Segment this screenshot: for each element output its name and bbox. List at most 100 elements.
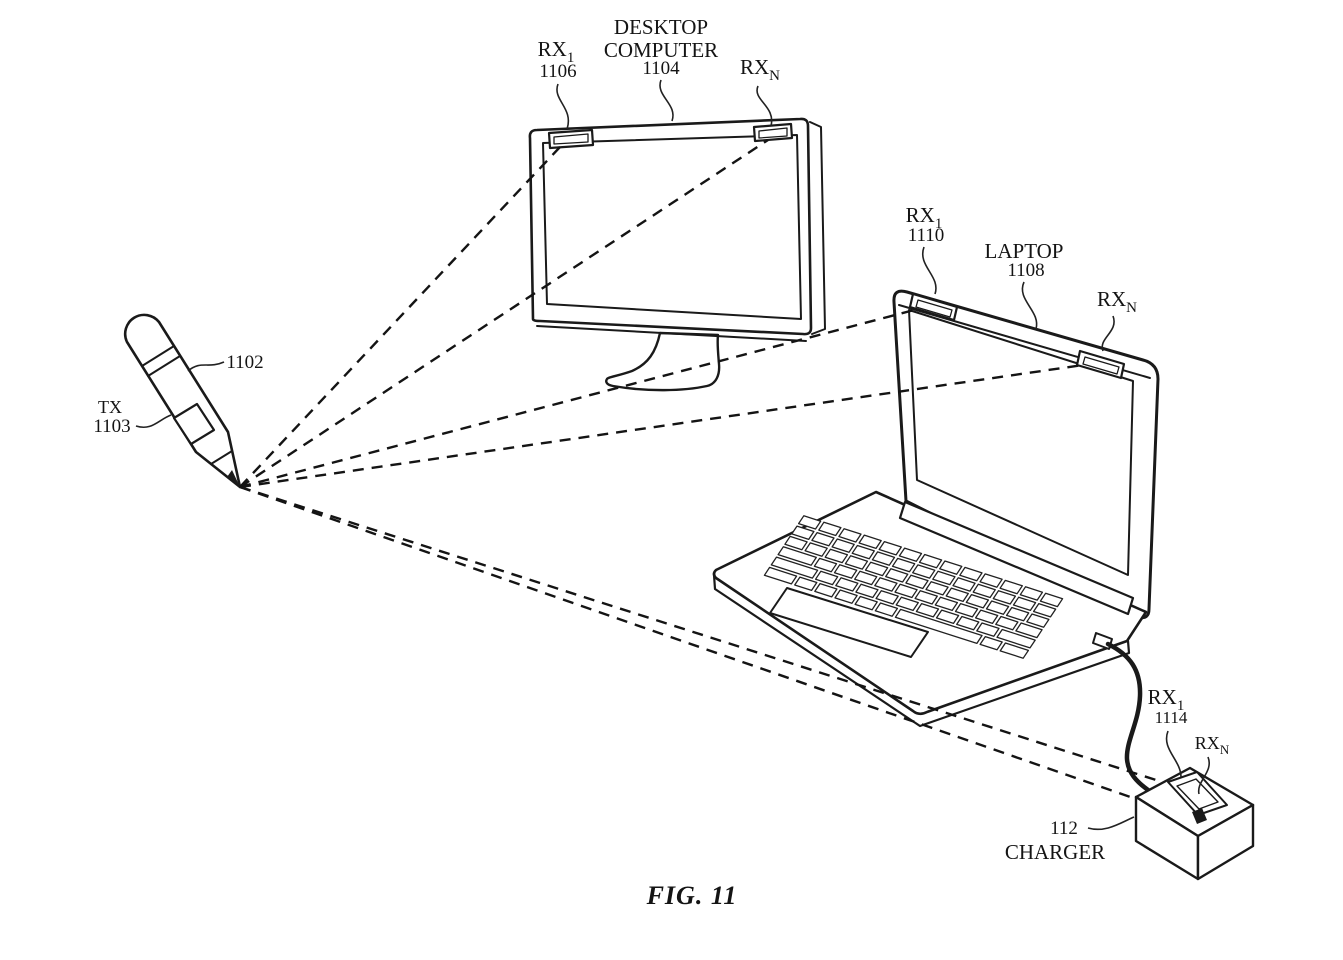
stylus-tx-label: TX — [98, 397, 122, 417]
keyboard-key — [999, 579, 1023, 595]
keyboard-key — [1032, 602, 1057, 618]
keyboard-key — [864, 561, 889, 577]
charger-rx1-ref: 1114 — [1155, 708, 1188, 727]
laptop-rx1-label: RX1 — [906, 203, 943, 232]
keyboard-key — [811, 531, 835, 547]
leader-charger-rxn — [1197, 756, 1211, 795]
leader-laptop-ref — [1021, 281, 1038, 330]
monitor-rx1-ref: 1106 — [539, 61, 576, 82]
keyboard-key — [912, 564, 936, 579]
keyboard-key — [878, 540, 902, 556]
keyboard-key — [835, 577, 859, 592]
keyboard-key — [972, 583, 996, 599]
keyboard-key — [894, 583, 918, 599]
laptop — [712, 289, 1160, 793]
keyboard-key — [874, 577, 898, 592]
monitor-screen — [542, 134, 802, 320]
stylus-cap-band-1 — [141, 345, 175, 367]
charger-rxn-label: RXN — [1195, 733, 1230, 757]
monitor-rx1-module — [547, 128, 595, 150]
keyboard-key — [905, 574, 929, 590]
keyboard-key — [914, 590, 938, 605]
laptop-rxn-module-inner — [1082, 356, 1120, 375]
laptop-rxn-label: RXN — [1097, 287, 1137, 316]
signal-ray-charger-1 — [239, 485, 1157, 782]
leader-monitor-rxn — [756, 85, 773, 127]
charger-slot-inner — [1176, 778, 1219, 810]
keyboard-key — [1026, 613, 1050, 628]
keyboard-key — [979, 635, 1003, 651]
keyboard-key — [1019, 586, 1044, 601]
laptop-hinge-strip — [898, 500, 1135, 616]
keyboard-key — [954, 602, 979, 618]
charger-connector — [1192, 808, 1207, 824]
keyboard-key — [925, 581, 949, 596]
stylus-tip — [227, 470, 240, 487]
keyboard-key — [855, 583, 879, 599]
keyboard-key — [915, 602, 940, 618]
stylus-tx-ref: 1103 — [93, 416, 130, 437]
laptop-trackpad — [769, 587, 929, 658]
keyboard-key — [833, 564, 858, 579]
monitor-title-line1: DESKTOP — [614, 15, 708, 39]
leader-stylus-ref — [187, 361, 225, 372]
keyboard-key — [794, 576, 818, 592]
keyboard-key — [885, 568, 909, 583]
keyboard-key — [979, 573, 1003, 588]
laptop-rx1-ref: 1110 — [908, 225, 945, 246]
monitor-ref: 1104 — [642, 58, 680, 79]
keyboard-key — [844, 555, 869, 570]
monitor-rx1-label: RX1 — [538, 37, 575, 66]
leader-laptop-rxn — [1101, 315, 1115, 352]
signal-ray-monitor-rxn — [239, 138, 769, 489]
leader-monitor-ref — [659, 79, 674, 122]
charger-title: CHARGER — [1005, 840, 1105, 864]
keyboard-key — [814, 582, 838, 598]
leader-monitor-rx1 — [556, 83, 570, 130]
keyboard-key — [959, 566, 983, 582]
leader-charger-ref — [1087, 816, 1135, 831]
laptop-title: LAPTOP — [985, 239, 1064, 263]
monitor-side-edge — [809, 121, 826, 335]
keyboard-key — [956, 615, 980, 631]
keyboard-key — [976, 622, 1000, 637]
labels: RX1 1106 DESKTOP COMPUTER 1104 RXN RX1 1… — [93, 15, 1229, 910]
keyboard-key — [791, 525, 815, 541]
signal-ray-laptop-rxn — [239, 363, 1084, 489]
laptop-ref: 1108 — [1007, 260, 1044, 281]
keyboard-key — [838, 528, 862, 543]
charger-ref: 112 — [1050, 818, 1078, 839]
keyboard-key — [777, 546, 817, 566]
stylus-body — [123, 313, 242, 489]
charger-side-face — [1196, 803, 1255, 881]
keyboard-key — [891, 557, 916, 573]
keyboard-key — [952, 577, 976, 592]
keyboard-key — [824, 548, 849, 564]
signal-rays — [239, 138, 1157, 801]
monitor-rx1-module-inner — [553, 133, 589, 145]
keyboard-key — [985, 600, 1010, 615]
laptop-screen — [908, 309, 1134, 576]
charger — [1134, 766, 1255, 881]
signal-ray-monitor-rx1 — [239, 146, 561, 488]
leader-lines — [135, 79, 1211, 831]
keyboard-key — [939, 560, 963, 575]
keyboard-key — [813, 557, 838, 573]
leader-laptop-rx1 — [921, 246, 937, 295]
keyboard-key — [834, 589, 858, 604]
keyboard-key — [871, 551, 896, 566]
keyboard-key — [875, 590, 899, 605]
stylus-cap-band-2 — [147, 355, 181, 377]
stylus — [123, 313, 242, 489]
keyboard-key — [974, 609, 999, 625]
keyboard-key — [965, 593, 990, 609]
keyboard-key — [770, 556, 819, 579]
keyboard-key — [895, 596, 919, 612]
keyboard-key — [898, 547, 923, 562]
stylus-taper-band — [210, 450, 233, 465]
keyboard-key — [814, 570, 839, 586]
keyboard-key — [1015, 622, 1043, 639]
charger-rx1-label: RX1 — [1148, 685, 1185, 714]
